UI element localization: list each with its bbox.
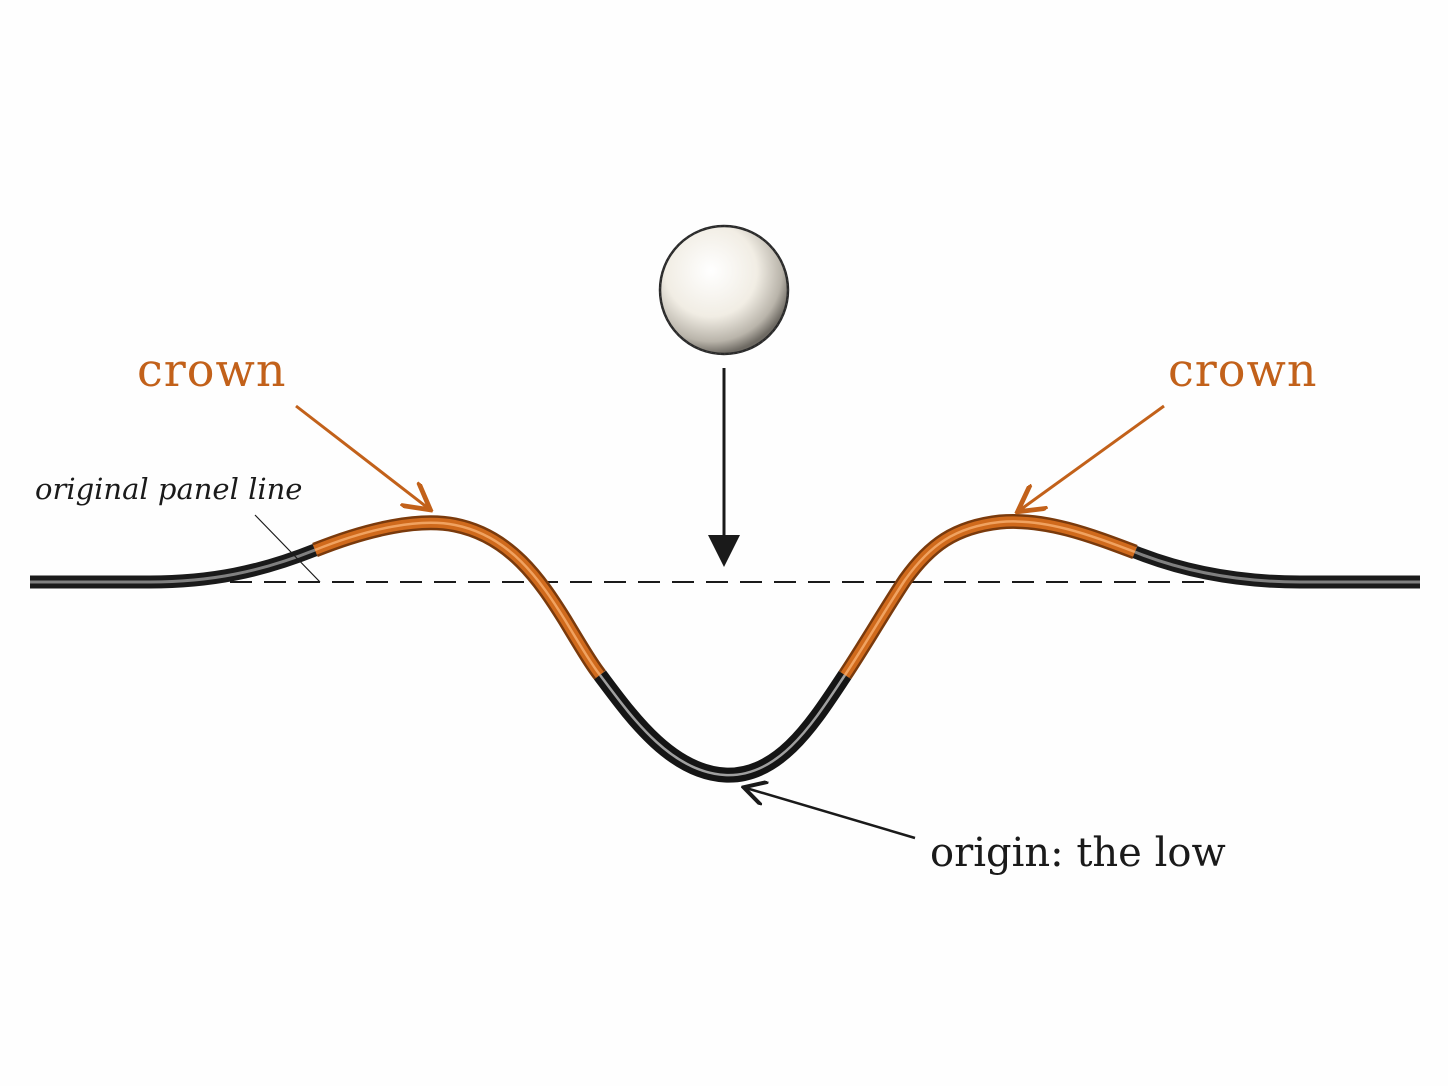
- downward-force-arrow-icon: [708, 368, 740, 567]
- original-panel-line-label: original panel line: [35, 472, 302, 506]
- crown-right-segment: [838, 513, 1138, 680]
- impact-ball-icon: [658, 224, 790, 356]
- panel-right-flat: [1132, 545, 1420, 589]
- panel-left-flat: [30, 543, 318, 589]
- dent-low-segment: [593, 670, 852, 783]
- origin-pointer-arrow: [746, 788, 916, 840]
- crown-left-segment: [312, 515, 606, 680]
- origin-label: origin: the low: [930, 830, 1226, 876]
- crown-left-pointer-arrow: [295, 404, 428, 508]
- crown-right-label: crown: [1168, 343, 1317, 397]
- crown-right-pointer-arrow: [1020, 404, 1165, 510]
- crown-left-label: crown: [137, 343, 286, 397]
- panel-line-leader: [254, 514, 321, 583]
